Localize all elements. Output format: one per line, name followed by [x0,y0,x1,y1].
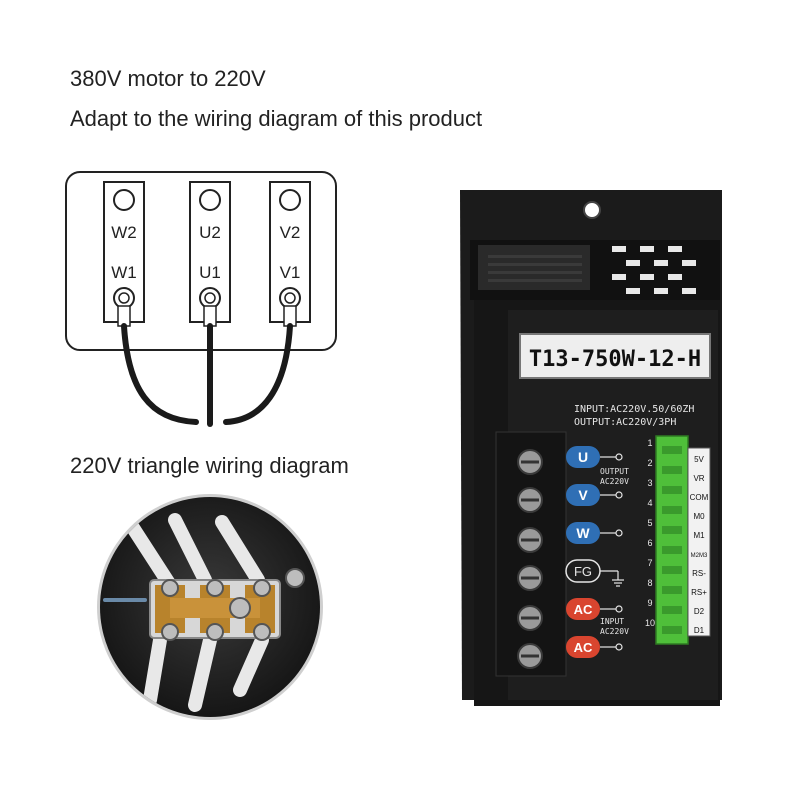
svg-text:9: 9 [647,598,652,608]
svg-text:M0: M0 [693,512,705,521]
svg-text:RS+: RS+ [691,588,707,597]
terminal-plate-w: W2 W1 [103,181,145,327]
svg-text:RS-: RS- [692,569,706,578]
svg-text:D1: D1 [694,626,705,635]
svg-text:10: 10 [645,618,655,628]
svg-text:2: 2 [647,458,652,468]
svg-text:6: 6 [647,538,652,548]
output-label: OUTPUT [600,467,629,476]
svg-text:D2: D2 [694,607,705,616]
svg-text:4: 4 [647,498,652,508]
svg-text:8: 8 [647,578,652,588]
svg-text:7: 7 [647,558,652,568]
pin-numbers: 1 2 3 4 5 6 7 8 9 10 [645,438,655,628]
input-spec: INPUT:AC220V.50/60ZH [574,404,694,415]
model-label: T13-750W-12-H [529,347,701,372]
svg-text:M1: M1 [693,531,705,540]
svg-text:VR: VR [693,474,704,483]
terminal-v1-label: V1 [280,263,301,282]
badge-u: U [578,449,588,465]
badge-fg: FG [574,564,592,579]
svg-text:COM: COM [690,493,709,502]
terminal-w1-label: W1 [111,263,137,282]
terminal-badges: U V W FG AC AC [565,446,601,658]
output-voltage-label: AC220V [600,477,629,486]
input-label: INPUT [600,617,624,626]
control-terminal-labels: 5V VR COM M0 M1 M2M3 RS- RS+ D2 D1 [687,447,711,637]
vent-slots [612,246,696,294]
terminal-v2-label: V2 [280,223,301,242]
badge-ac-2: AC [574,640,593,655]
motor-cables [121,323,293,427]
badge-v: V [578,487,588,503]
badge-ac-1: AC [574,602,593,617]
svg-text:M2M3: M2M3 [691,553,708,559]
svg-text:5: 5 [647,518,652,528]
terminal-u1-label: U1 [199,263,221,282]
caption-adapt-note: Adapt to the wiring diagram of this prod… [70,106,483,131]
caption-motor-voltage: 380V motor to 220V [70,66,266,91]
caption-triangle-wiring: 220V triangle wiring diagram [70,453,349,478]
terminal-plate-u: U2 U1 [189,181,231,327]
svg-text:3: 3 [647,478,652,488]
svg-text:5V: 5V [694,455,704,464]
mounting-hole [583,201,601,219]
svg-text:1: 1 [647,438,652,448]
terminal-w2-label: W2 [111,223,137,242]
input-voltage-label: AC220V [600,627,629,636]
terminal-u2-label: U2 [199,223,221,242]
power-terminals [517,449,543,669]
output-spec: OUTPUT:AC220V/3PH [574,417,676,428]
badge-w: W [576,525,590,541]
terminal-plate-v: V2 V1 [269,181,311,327]
